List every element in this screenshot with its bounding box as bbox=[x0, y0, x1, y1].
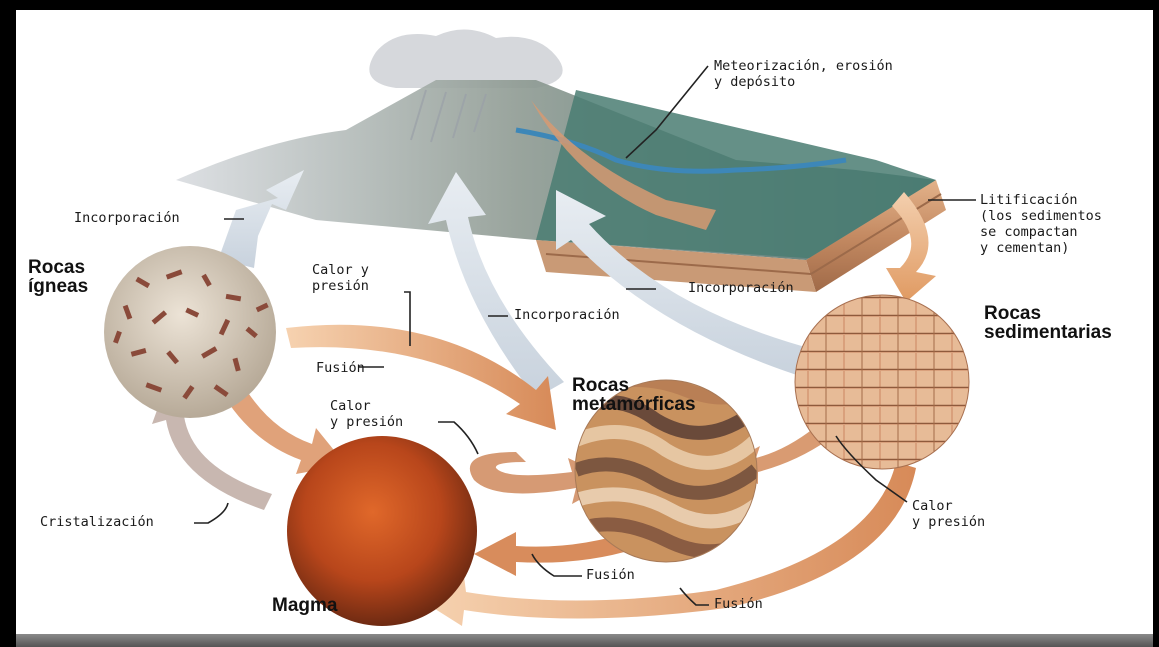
igneous-rocks-label: Rocas ígneas bbox=[28, 258, 88, 296]
magma-label: Magma bbox=[272, 596, 337, 615]
frame-bottom-bar bbox=[16, 634, 1153, 647]
uplift-label-left: Incorporación bbox=[74, 210, 180, 226]
melting-label-igneous: Fusión bbox=[316, 360, 365, 376]
sedimentary-rock-sphere bbox=[795, 295, 969, 469]
metamorphic-rocks-label: Rocas metamórficas bbox=[572, 376, 696, 414]
melting-label-sedimentary: Fusión bbox=[714, 596, 763, 612]
uplift-label-center: Incorporación bbox=[514, 307, 620, 323]
igneous-rock-sphere bbox=[104, 246, 276, 418]
rock-cycle-diagram: Rocas ígneas Rocas sedimentarias Rocas m… bbox=[16, 10, 1153, 634]
lithification-label: Litificación (los sedimentos se compacta… bbox=[980, 192, 1102, 256]
uplift-label-right: Incorporación bbox=[688, 280, 794, 296]
heat-pressure-label-top: Calor y presión bbox=[312, 262, 369, 294]
crystallization-label: Cristalización bbox=[40, 514, 154, 530]
weathering-erosion-deposition-label: Meteorización, erosión y depósito bbox=[714, 58, 893, 90]
sedimentary-rocks-label: Rocas sedimentarias bbox=[984, 304, 1112, 342]
heat-pressure-label-right: Calor y presión bbox=[912, 498, 985, 530]
heat-pressure-label-middle: Calor y presión bbox=[330, 398, 403, 430]
melting-label-metamorphic: Fusión bbox=[586, 567, 635, 583]
